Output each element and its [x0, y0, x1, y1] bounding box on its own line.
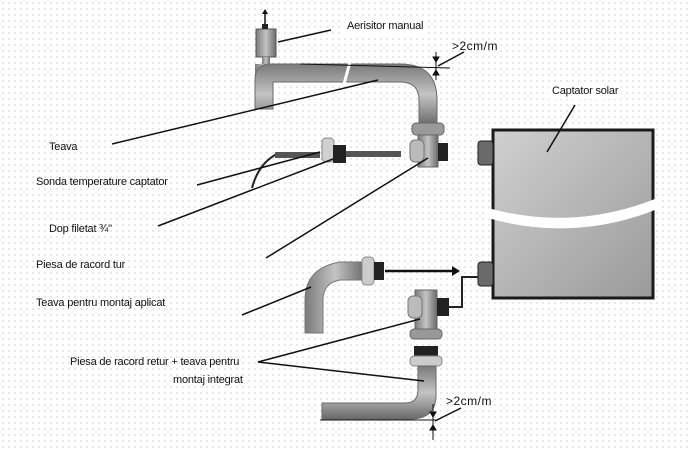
air-vent [255, 28, 277, 58]
label-teava-aplicat: Teava pentru montaj aplicat [36, 297, 166, 309]
return-fitting [321, 276, 478, 420]
upper-pipe [254, 9, 448, 168]
label-teava: Teava [49, 141, 78, 153]
leader-teava [111, 79, 379, 145]
label-racord-retur-line2: montaj integrat [173, 374, 243, 386]
leader-teava-aplicat [241, 286, 312, 316]
label-aerisitor: Aerisitor manual [344, 19, 427, 34]
label-racord-tur: Piesa de racord tur [36, 259, 126, 271]
lower-applied-pipe [304, 256, 460, 334]
solar-collector [477, 128, 660, 300]
leader-sonda [196, 151, 321, 186]
leader-racord-retur-1 [257, 318, 421, 363]
label-slope-bottom: >2cm/m [446, 394, 493, 408]
leader-dop [157, 158, 334, 227]
label-racord-retur-line1: Piesa de racord retur + teava pentru [70, 356, 240, 368]
label-captator: Captator solar [549, 84, 622, 99]
slope-marker-bottom [320, 404, 462, 440]
label-slope-top: >2cm/m [452, 39, 499, 53]
temperature-sensor [251, 137, 401, 189]
leader-lines [111, 29, 576, 382]
label-dop: Dop filetat ¾" [49, 223, 112, 235]
leader-captator [546, 104, 576, 153]
slope-marker-top [299, 51, 465, 80]
leader-aerisitor [277, 29, 332, 43]
label-sonda: Sonda temperature captator [36, 176, 168, 188]
leader-racord-tur [265, 157, 429, 259]
leader-racord-retur-2 [257, 361, 425, 382]
